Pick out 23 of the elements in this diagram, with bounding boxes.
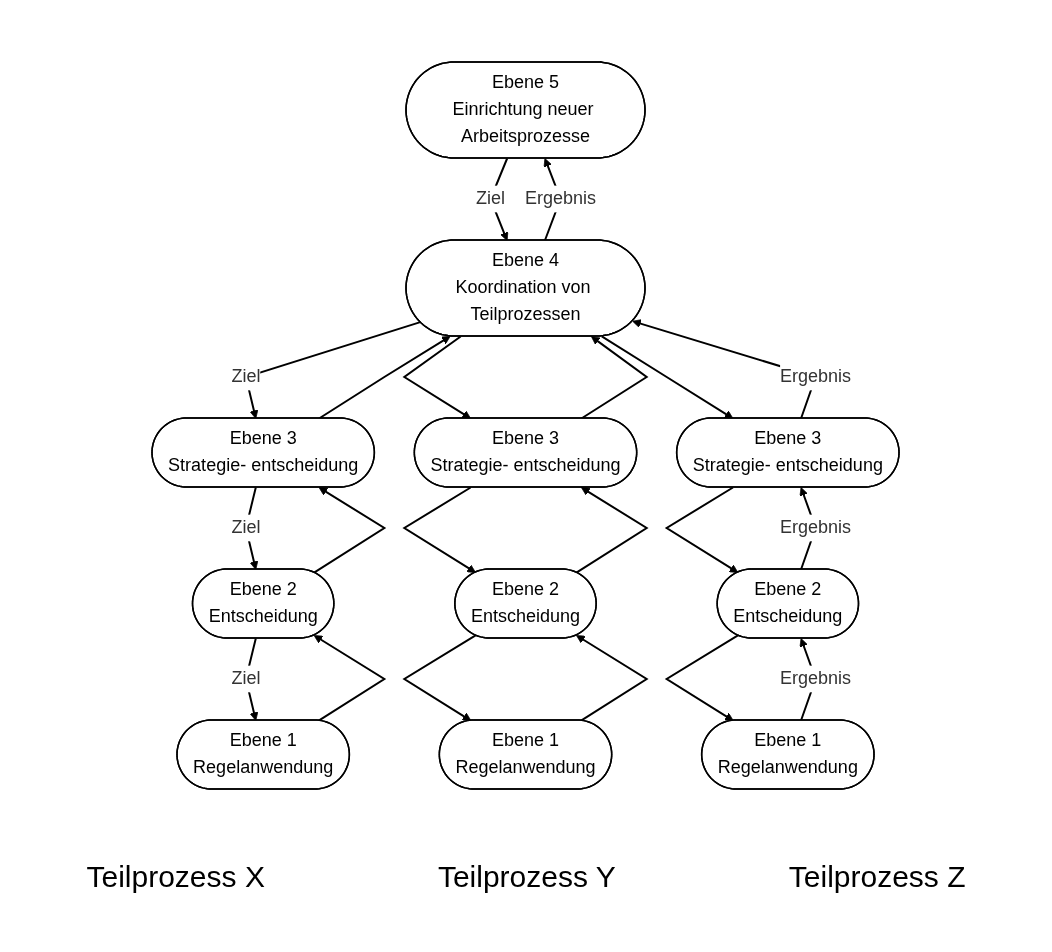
arrow: [665, 633, 740, 721]
column-caption: Teilprozess Y: [437, 860, 616, 894]
edge-label: Ergebnis: [780, 516, 852, 537]
edge-label: Ergebnis: [525, 188, 597, 208]
arrow: [313, 486, 387, 574]
edge-label: Ziel: [476, 188, 506, 208]
arrow: [580, 335, 649, 419]
arrow: [402, 633, 478, 721]
arrow: [314, 634, 387, 722]
edge-label: Ziel: [231, 365, 261, 386]
arrow: [575, 486, 650, 574]
edge-label: Ergebnis: [780, 365, 852, 386]
edge-label: Ziel: [231, 667, 261, 688]
column-caption: Teilprozess Z: [788, 860, 966, 894]
arrow: [601, 334, 734, 419]
arrow: [403, 335, 472, 419]
column-caption: Teilprozess X: [86, 860, 265, 894]
arrow: [576, 634, 650, 722]
edge-label: Ziel: [231, 516, 261, 537]
arrow: [318, 335, 452, 419]
arrow: [665, 486, 739, 573]
edge-label: Ergebnis: [780, 667, 852, 688]
arrow: [402, 486, 477, 573]
